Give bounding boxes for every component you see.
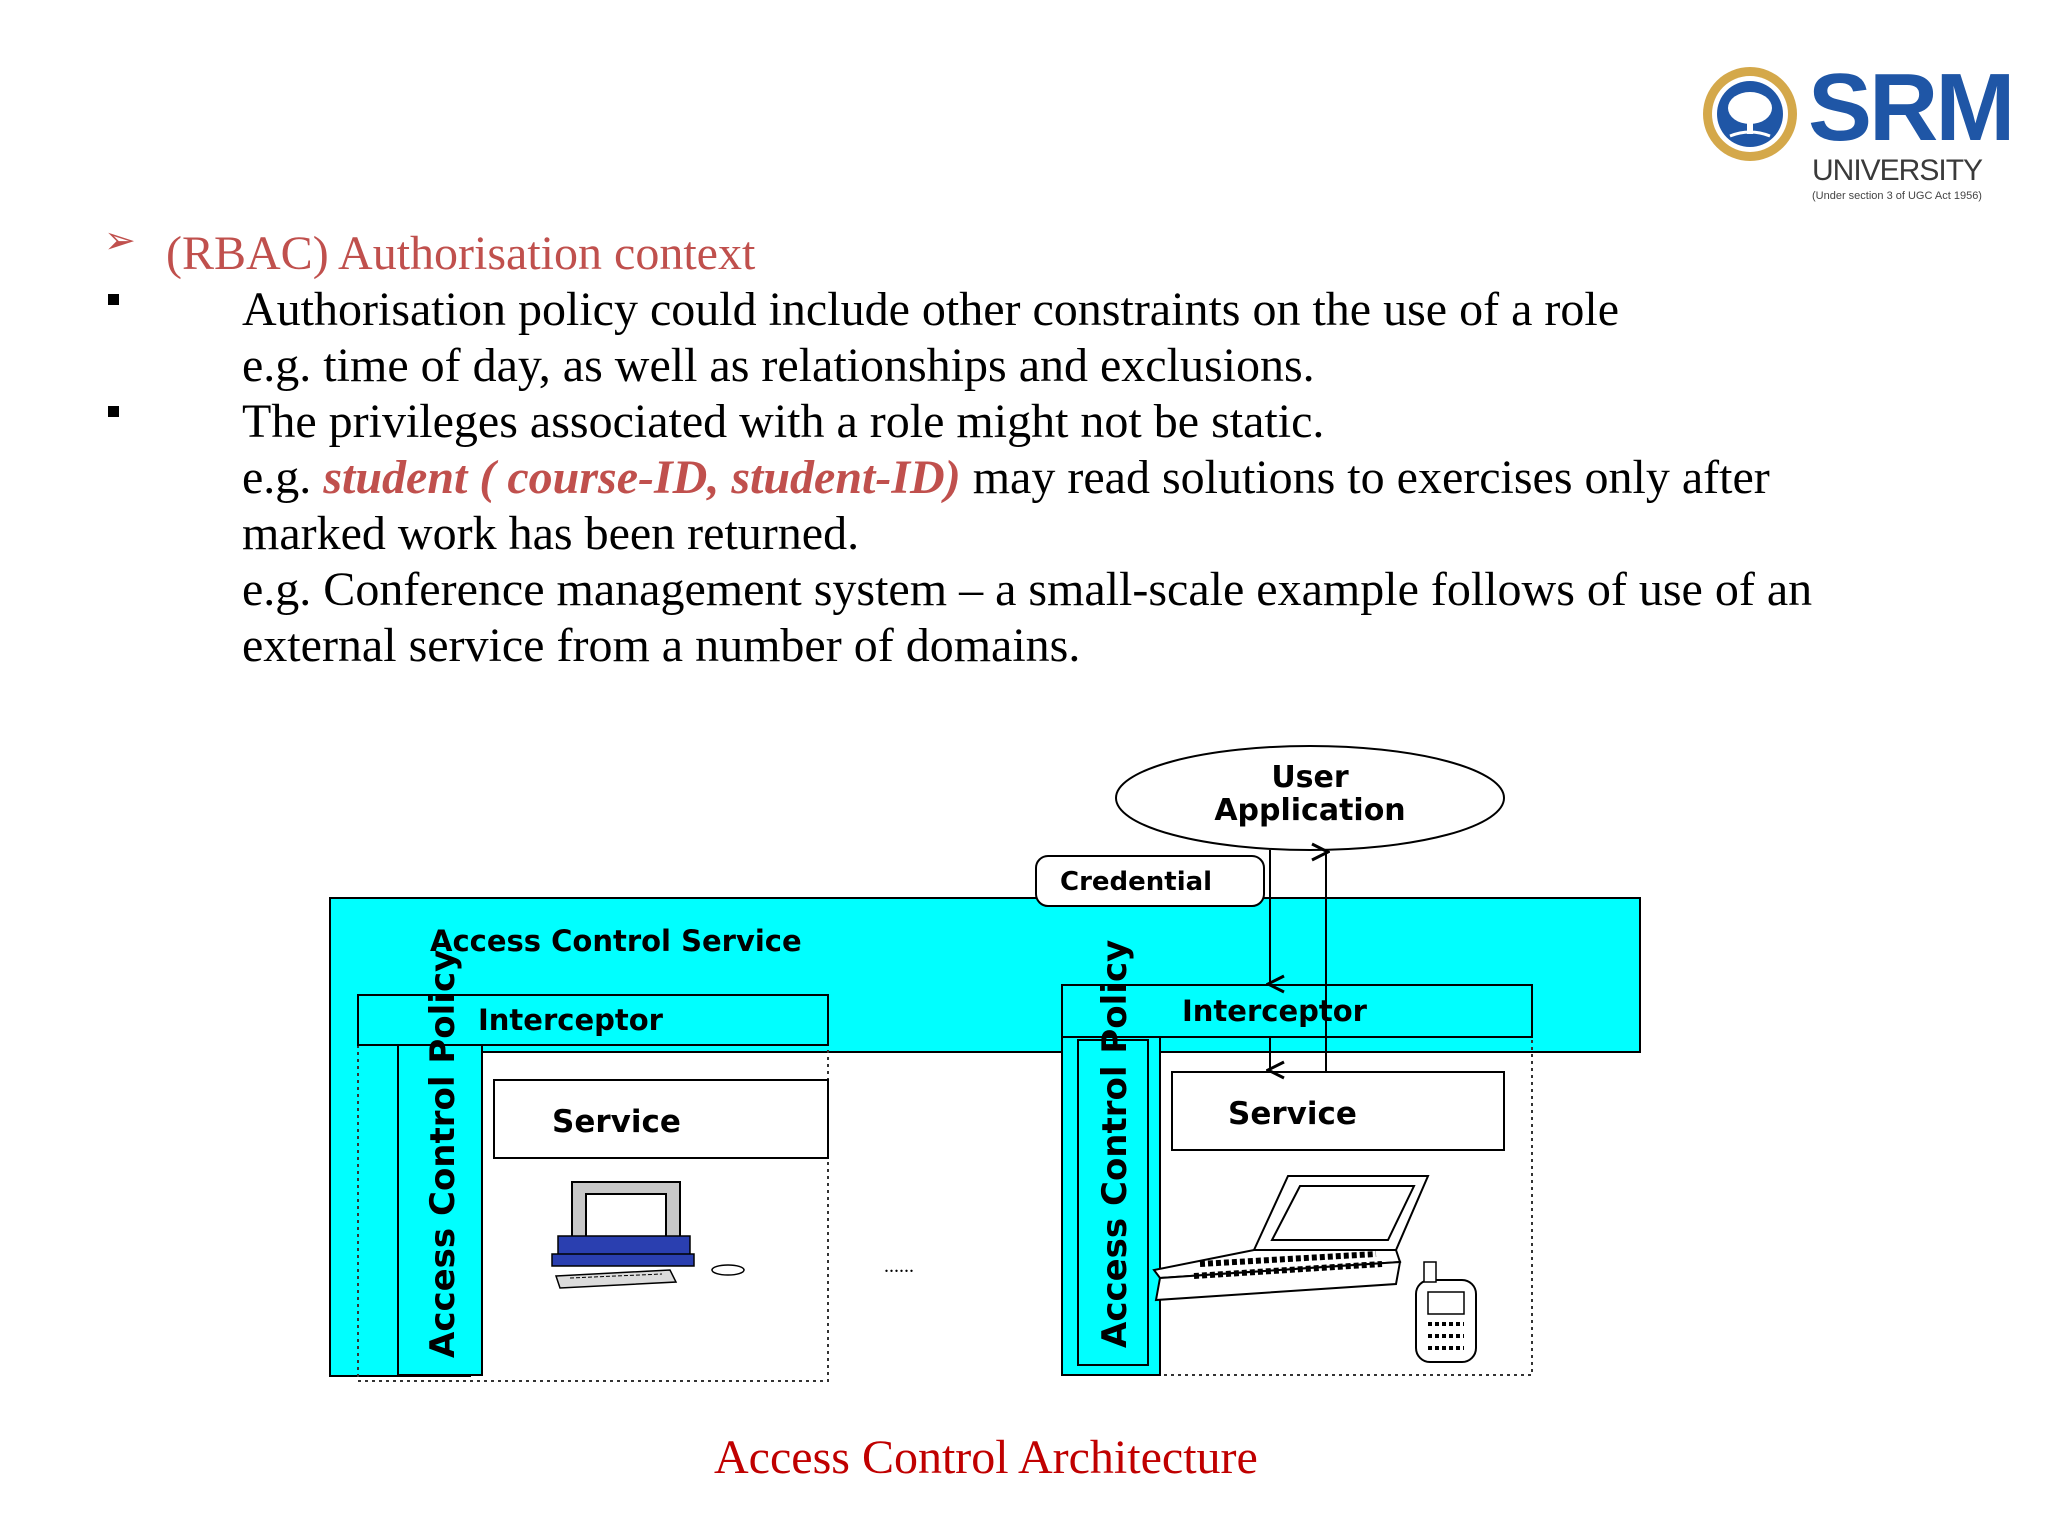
left-policy-label: Access Control Policy	[423, 950, 463, 1358]
bullet-2-emphasis: student ( course-ID, student-ID)	[323, 451, 961, 504]
left-interceptor-label: Interceptor	[478, 1003, 664, 1037]
left-service-box	[493, 1079, 829, 1159]
access-control-service-label: Access Control Service	[430, 924, 802, 958]
left-domain-boundary	[357, 994, 829, 1382]
right-interceptor-label: Interceptor	[1182, 994, 1368, 1028]
bullet-2-line-3: marked work has been returned.	[242, 507, 860, 560]
bullet-square-icon	[108, 294, 119, 305]
right-policy-label: Access Control Policy	[1095, 940, 1135, 1348]
bullet-2-suffix: may read solutions to exercises only aft…	[960, 451, 1770, 504]
desktop-computer-icon	[551, 1181, 745, 1289]
mobile-phone-icon	[1415, 1261, 1477, 1363]
bullet-1-line-2: e.g. time of day, as well as relationshi…	[242, 339, 1315, 392]
diagram-caption: Access Control Architecture	[714, 1431, 1258, 1484]
credential-label: Credential	[1060, 867, 1212, 897]
bullet-square-icon	[108, 406, 119, 417]
left-policy-box	[397, 1044, 483, 1376]
slide-heading: (RBAC) Authorisation context	[166, 227, 756, 280]
credential-box	[1035, 855, 1265, 907]
right-interceptor-box	[1061, 984, 1533, 1038]
bullet-1-line-1: Authorisation policy could include other…	[242, 283, 1619, 336]
logo-university: UNIVERSITY	[1812, 154, 1983, 187]
heading-arrow-icon: ➢	[104, 218, 136, 262]
university-seal-icon	[1703, 67, 1797, 161]
ellipsis-label: ......	[884, 1255, 914, 1277]
bullet-2-line-2: e.g. student ( course-ID, student-ID) ma…	[242, 450, 1770, 506]
bullet-2-line-5: external service from a number of domain…	[242, 619, 1081, 672]
logo-subtitle: (Under section 3 of UGC Act 1956)	[1812, 190, 1982, 202]
user-application-label-line-2: Application	[1214, 793, 1405, 828]
srm-university-logo: SRM UNIVERSITY (Under section 3 of UGC A…	[1700, 60, 2020, 210]
right-domain-boundary	[1061, 984, 1533, 1376]
right-service-label: Service	[1228, 1096, 1357, 1132]
bullet-2-line-4: e.g. Conference management system – a sm…	[242, 563, 1813, 616]
user-application-ellipse	[1115, 745, 1505, 851]
bullet-2-prefix: e.g.	[242, 451, 324, 504]
right-policy-box	[1077, 1039, 1149, 1366]
user-application-label-line-1: User	[1271, 760, 1349, 795]
laptop-icon	[1152, 1175, 1430, 1302]
bullet-2-line-1: The privileges associated with a role mi…	[242, 395, 1325, 448]
left-service-label: Service	[552, 1104, 681, 1140]
right-service-box	[1171, 1071, 1505, 1151]
left-interceptor-box	[357, 994, 829, 1046]
logo-name: SRM	[1808, 54, 2015, 161]
